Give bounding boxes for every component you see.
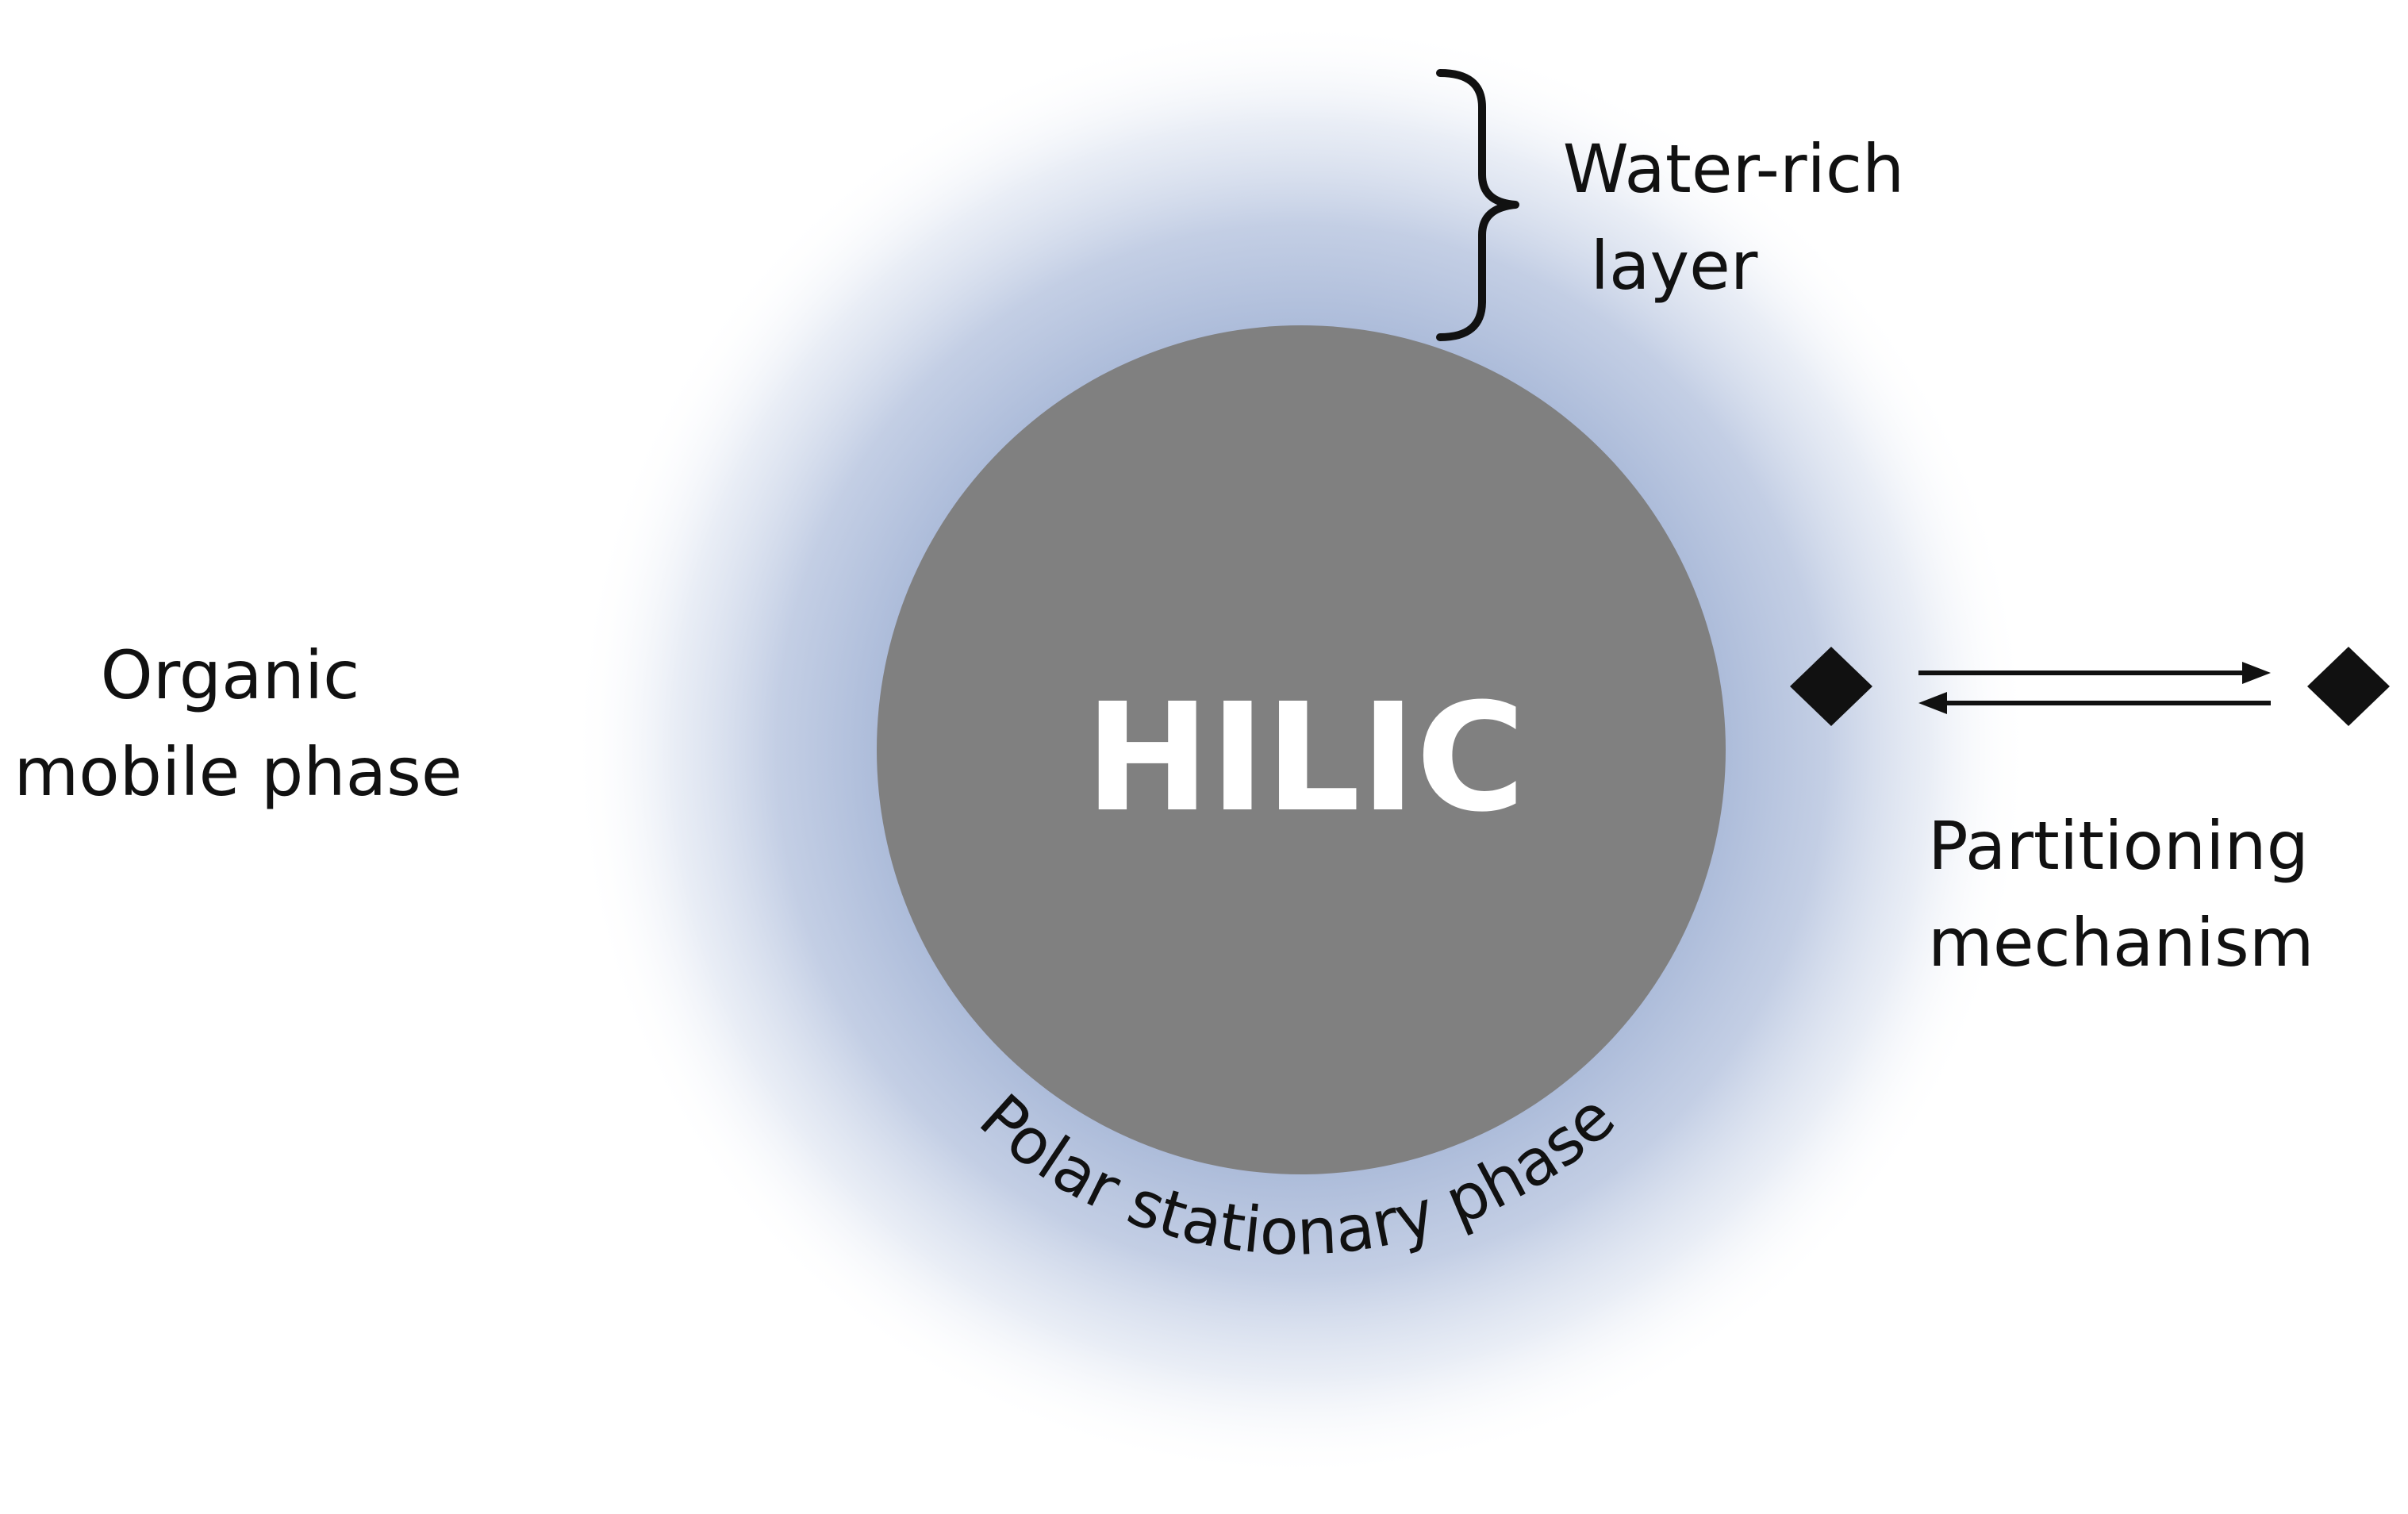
mobile-phase-label-line-2: mobile phase [13, 733, 462, 811]
mobile-phase-label-line-1: Organic [101, 636, 360, 714]
stationary-phase-core [877, 325, 1726, 1174]
equilibrium-arrows-icon [1918, 662, 2271, 714]
diamond-icon [1790, 647, 1872, 726]
core-label: HILIC [1085, 671, 1525, 845]
mechanism-label-line-1: Partitioning [1928, 807, 2309, 885]
mechanism-label-line-2: mechanism [1928, 904, 2314, 982]
water-layer-label-line-2: layer [1591, 227, 1758, 305]
curly-brace-icon [1436, 69, 1519, 341]
water-layer-label-line-1: Water-rich [1563, 130, 1905, 208]
diamond-icon [2307, 647, 2390, 726]
